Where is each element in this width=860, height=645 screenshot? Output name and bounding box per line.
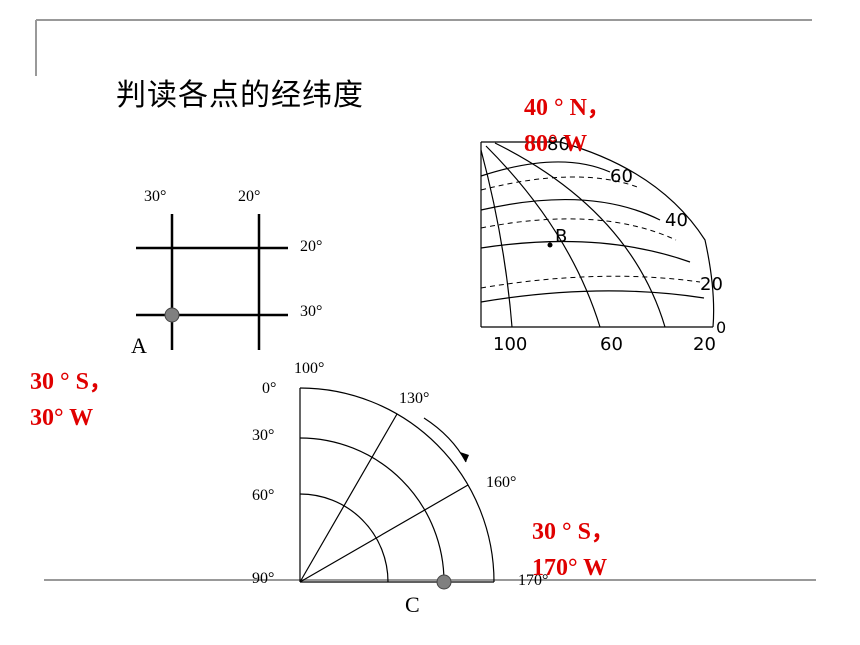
- polar-c-rotation-arrow: [423, 417, 467, 463]
- polar-c-label-lat-0: 0°: [262, 380, 277, 397]
- point-c-label: C: [405, 592, 420, 617]
- page-title: 判读各点的经纬度: [116, 78, 364, 113]
- answer-b: 40 ° N， 80° W: [524, 90, 611, 162]
- polar-c-arrowhead: [460, 452, 469, 462]
- polar-b-outer-arc: [559, 141, 715, 328]
- answer-a: 30 ° S， 30° W: [30, 364, 113, 436]
- polar-b-meridian-100: [480, 149, 513, 328]
- polar-b-label-60-bottom: 60: [600, 334, 623, 355]
- polar-b-meridian-40: [494, 142, 666, 328]
- polar-c-label-160: 160°: [486, 474, 517, 491]
- polar-c-label-lat-30: 30°: [252, 427, 275, 444]
- point-a-label: A: [131, 333, 147, 358]
- polar-b-label-80: 80: [547, 134, 570, 155]
- answer-c-line2: 170° W: [532, 555, 608, 581]
- answer-c: 30 ° S， 170° W: [532, 514, 615, 586]
- answer-c-line1: 30 ° S，: [532, 519, 615, 545]
- answer-b-line2: 80° W: [524, 131, 588, 157]
- polar-b-label-60: 60: [610, 166, 633, 187]
- point-a-dot: [164, 307, 180, 323]
- point-b-dot: [547, 242, 553, 248]
- point-b-label: B: [555, 226, 568, 247]
- polar-b-label-40: 40: [665, 210, 688, 231]
- polar-b-label-20-bottom: 20: [693, 334, 716, 355]
- polar-c-arc-0: [299, 387, 495, 583]
- grid-a-label-30-right: 30°: [300, 303, 323, 320]
- answer-a-line2: 30° W: [30, 405, 94, 431]
- answer-a-line1: 30 ° S，: [30, 369, 113, 395]
- polar-b-label-100: 100: [493, 334, 528, 355]
- polar-b-lat-20: [480, 240, 691, 263]
- grid-a-label-20-right: 20°: [300, 238, 323, 255]
- point-c-dot: [436, 574, 452, 590]
- polar-c-label-100: 100°: [294, 360, 325, 377]
- polar-c-label-lat-60: 60°: [252, 487, 275, 504]
- polar-b-lat-dashed-1: [480, 176, 641, 191]
- polar-c-label-170: 170°: [518, 572, 549, 589]
- polar-b-lat-40: [480, 198, 661, 221]
- polar-b-lat-60: [480, 161, 611, 177]
- polar-c-label-130: 130°: [399, 390, 430, 407]
- polar-c-label-lat-90: 90°: [252, 570, 275, 587]
- answer-b-line1: 40 ° N，: [524, 95, 611, 121]
- polar-b-label-20: 20: [700, 274, 723, 295]
- polar-c-meridian-160: [299, 484, 469, 583]
- polar-b-meridian-60: [485, 145, 601, 328]
- polar-c-arc-30: [299, 437, 445, 583]
- polar-c-meridian-130: [299, 413, 398, 583]
- polar-b-label-0: 0: [716, 318, 727, 337]
- polar-b-lat-dashed-3: [480, 275, 701, 289]
- grid-a-label-30-top: 30°: [144, 188, 167, 205]
- polar-c-arc-60: [299, 493, 389, 583]
- polar-b-lat-dashed-2: [480, 218, 677, 241]
- polar-b-lat-0: [480, 290, 705, 303]
- grid-a-label-20-top: 20°: [238, 188, 261, 205]
